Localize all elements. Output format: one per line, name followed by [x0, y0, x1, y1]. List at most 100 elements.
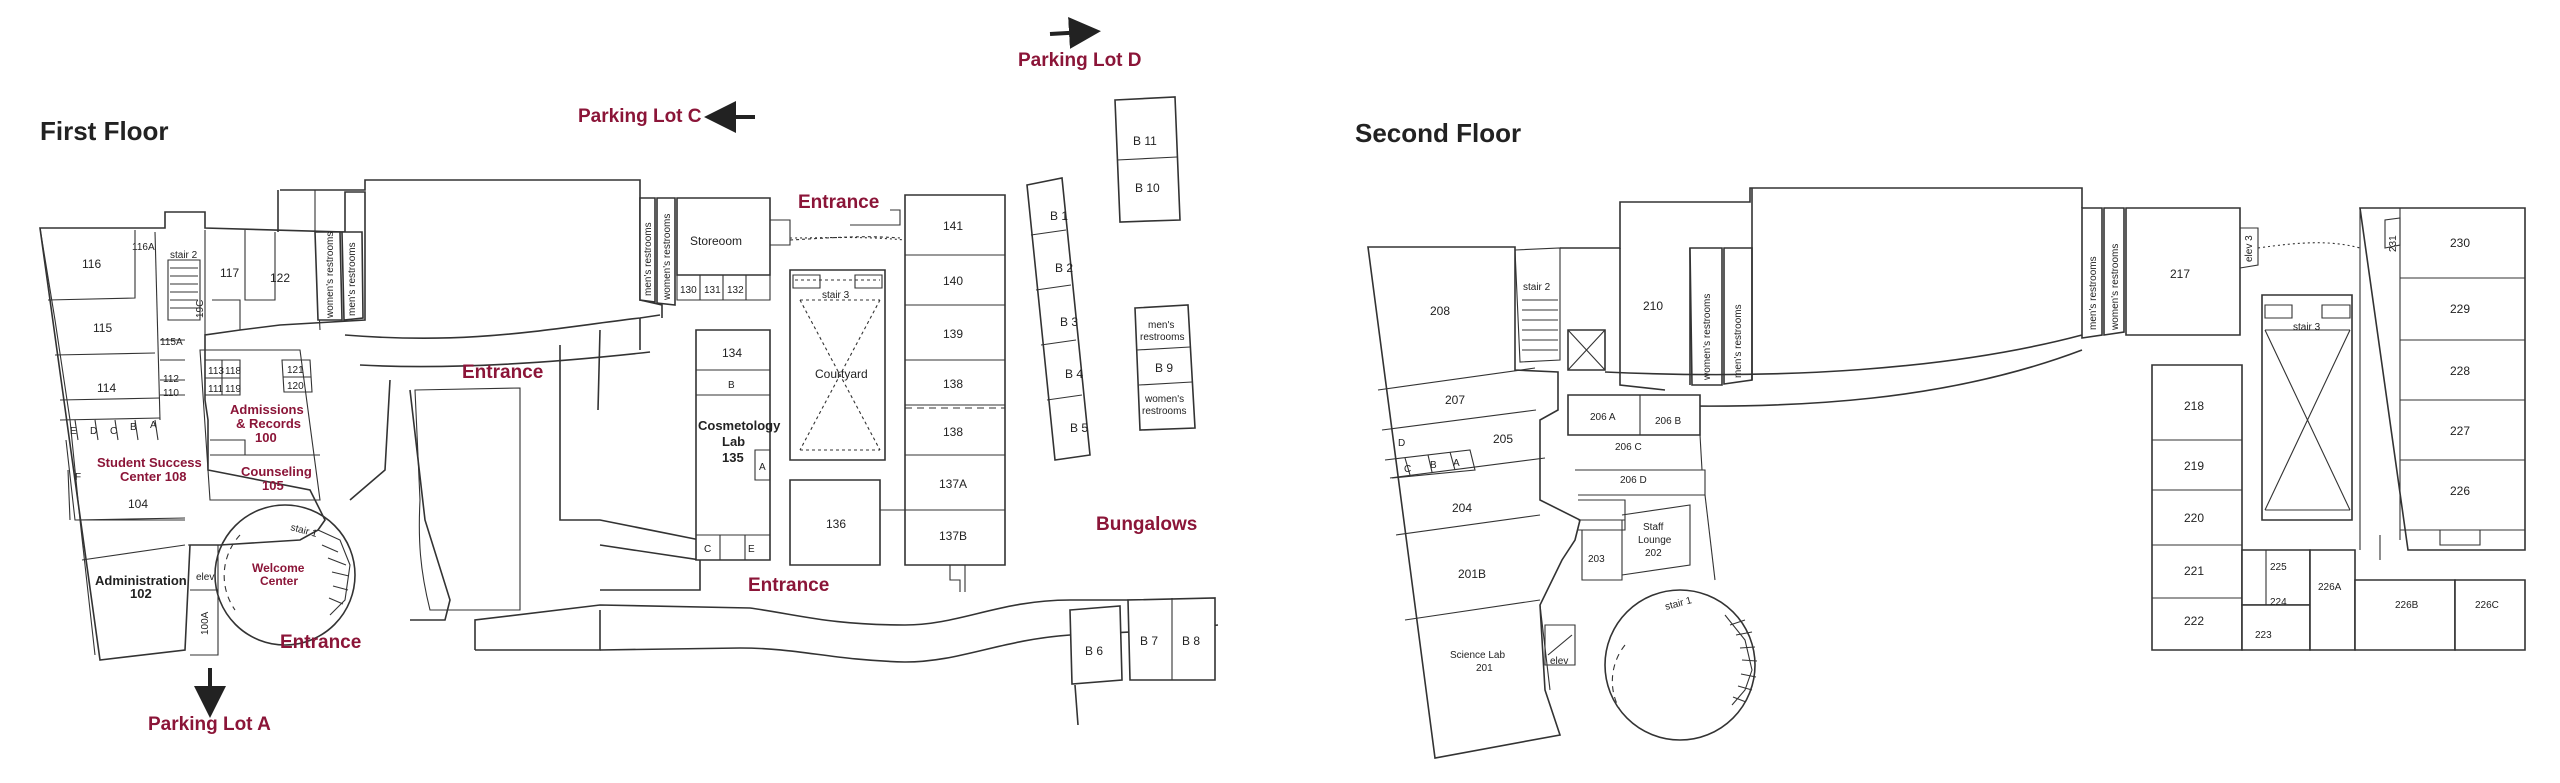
- room-208: 208: [1430, 304, 1450, 318]
- welcome-center: Center: [260, 574, 298, 588]
- science-lab-label: Science Lab: [1450, 650, 1505, 661]
- counseling-number: 105: [262, 478, 284, 493]
- bungalow-b7: B 7: [1140, 634, 1158, 648]
- room-137b: 137B: [939, 529, 967, 543]
- bungalow-b9: B 9: [1155, 361, 1173, 375]
- mens-restrooms-first-b: men's restrooms: [643, 222, 654, 296]
- room-220: 220: [2184, 511, 2204, 525]
- stair-2-second: stair 2: [1523, 282, 1551, 293]
- room-a-cosmo: A: [759, 462, 766, 473]
- room-206c: 206 C: [1615, 442, 1642, 453]
- room-131: 131: [704, 285, 721, 296]
- room-204: 204: [1452, 501, 1472, 515]
- first-floor-title: First Floor: [40, 116, 169, 146]
- courtyard: [789, 269, 886, 461]
- student-success-number: Center 108: [120, 469, 186, 484]
- stair-2-first: stair 2: [170, 250, 198, 261]
- administration-number: 102: [130, 586, 152, 601]
- room-140: 140: [943, 274, 963, 288]
- room-206d: 206 D: [1620, 475, 1647, 486]
- room-205: 205: [1493, 432, 1513, 446]
- administration-label: Administration: [95, 573, 187, 588]
- student-success-label: Student Success: [97, 455, 202, 470]
- cosmetology-label: Cosmetology: [698, 418, 781, 433]
- stair-1-rotunda: [1604, 589, 1756, 741]
- womens-restrooms-second-b: women's restrooms: [2110, 244, 2121, 331]
- stair-3-second: stair 3: [2293, 322, 2321, 333]
- womens-restrooms-first-a: women's restrooms: [325, 232, 336, 319]
- left-wing-outline-2: [1367, 246, 1581, 759]
- room-228: 228: [2450, 364, 2470, 378]
- room-b-2: B: [1430, 460, 1437, 471]
- room-100a: 100A: [200, 611, 211, 635]
- room-139: 139: [943, 327, 963, 341]
- elev-3: elev 3: [2244, 235, 2255, 262]
- parking-lot-a-label: Parking Lot A: [148, 714, 271, 735]
- bungalow-column-b1-b5: [1026, 177, 1091, 461]
- room-118: 118: [225, 366, 241, 377]
- room-222: 222: [2184, 614, 2204, 628]
- womens-restrooms-second-a: women's restrooms: [1702, 294, 1713, 381]
- room-207: 207: [1445, 393, 1465, 407]
- entrance-north: Entrance: [798, 192, 879, 213]
- bungalow-b10: B 10: [1135, 181, 1160, 195]
- room-121: 121: [287, 365, 304, 376]
- arrow-right-icon: [1049, 16, 1101, 49]
- room-112: 112: [163, 374, 179, 385]
- room-138b: 138: [943, 425, 963, 439]
- right-block-2: [2359, 207, 2526, 551]
- room-217: 217: [2170, 267, 2190, 281]
- room-226b: 226B: [2395, 600, 2419, 611]
- bungalow-b4: B 4: [1065, 367, 1083, 381]
- mens-restrooms-second-b: men's restrooms: [2088, 256, 2099, 330]
- room-136: 136: [826, 517, 846, 531]
- room-119: 119: [225, 384, 241, 395]
- room-223: 223: [2255, 630, 2272, 641]
- elev-first: elev: [196, 572, 214, 583]
- room-226a: 226A: [2318, 582, 2342, 593]
- room-201b: 201B: [1458, 567, 1486, 581]
- second-floor-title: Second Floor: [1355, 118, 1521, 148]
- welcome-label: Welcome: [252, 561, 305, 575]
- staff-lounge-number: 202: [1645, 548, 1662, 559]
- room-116: 116: [82, 257, 101, 271]
- science-lab-number: 201: [1476, 663, 1493, 674]
- room-221: 221: [2184, 564, 2204, 578]
- cosmetology-number: 135: [722, 450, 744, 465]
- room-c-2: C: [1404, 464, 1411, 475]
- room-b: B: [130, 422, 137, 433]
- room-138a: 138: [943, 377, 963, 391]
- stair-3-first: stair 3: [822, 290, 850, 301]
- room-230: 230: [2450, 236, 2470, 250]
- admissions-number: 100: [255, 430, 277, 445]
- cosmetology-block: [695, 329, 771, 561]
- room-104: 104: [128, 497, 148, 511]
- room-116a: 116A: [132, 242, 155, 253]
- entrance-south: Entrance: [748, 575, 829, 596]
- room-226c: 226C: [2475, 600, 2499, 611]
- room-206b: 206 B: [1655, 416, 1681, 427]
- room-e-cosmo: E: [748, 544, 755, 555]
- room-120: 120: [287, 381, 304, 392]
- mens-restrooms-second-a: men's restrooms: [1733, 304, 1744, 378]
- courtyard-label: Courtyard: [815, 367, 868, 381]
- second-floor-plan: Second Floor: [1355, 118, 2526, 759]
- room-c-cosmo: C: [704, 544, 711, 555]
- room-d-2: D: [1398, 438, 1405, 449]
- bungalow-mens-restrooms: men's: [1148, 320, 1174, 331]
- room-134: 134: [722, 346, 742, 360]
- room-110: 110: [163, 388, 179, 399]
- room-226: 226: [2450, 484, 2470, 498]
- room-132: 132: [727, 285, 744, 296]
- room-115a: 115A: [160, 337, 183, 348]
- room-122: 122: [270, 271, 290, 285]
- lot-outline: [414, 387, 521, 611]
- room-113: 113: [208, 366, 224, 377]
- room-e: E: [70, 426, 77, 437]
- main-corridor-north: [344, 314, 661, 340]
- counseling-label: Counseling: [241, 464, 312, 479]
- room-114: 114: [97, 381, 116, 395]
- stair-1-second: stair 1: [1664, 595, 1694, 613]
- rooms-137-141-block: [904, 194, 1006, 566]
